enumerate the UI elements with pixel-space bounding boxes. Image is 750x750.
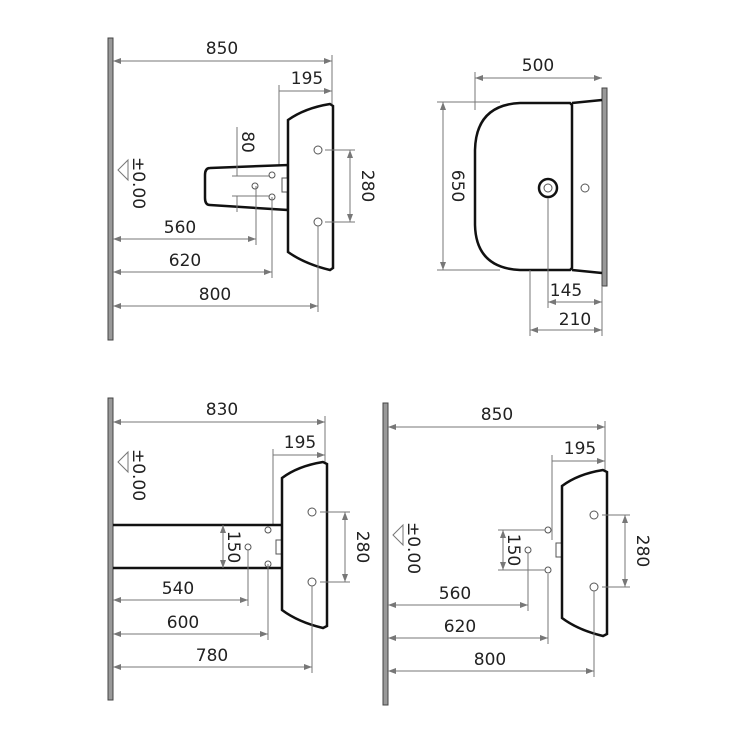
dim-edge: 210: [559, 310, 591, 330]
level-mark: ±0.00: [128, 449, 148, 501]
dim-bar: 150: [223, 531, 243, 563]
dim-overall: 850: [481, 405, 513, 425]
wall: [382, 402, 389, 706]
dim-holes: 280: [632, 535, 652, 567]
dim-800: 800: [199, 285, 231, 305]
dim-620: 620: [444, 617, 476, 637]
basin: [560, 468, 609, 638]
pedestal: [203, 163, 290, 212]
side-view-pedestal: 850 195 280 80 ±0.00 560 620 800: [107, 37, 377, 341]
dim-overall: 830: [206, 400, 238, 420]
side-view-wall: 850 195 280 150 ±0.00 560 620 800: [382, 402, 652, 706]
dim-holes: 280: [357, 170, 377, 202]
dim-width: 500: [522, 56, 554, 76]
wall: [107, 397, 114, 701]
basin: [286, 102, 335, 272]
dim-540: 540: [162, 579, 194, 599]
dim-620: 620: [169, 251, 201, 271]
dim-overall: 850: [206, 39, 238, 59]
dim-780: 780: [196, 646, 228, 666]
side-view-bar: 830 195 280 150 ±0.00 540 600 780: [107, 397, 372, 701]
dim-560: 560: [439, 584, 471, 604]
dim-fix: 150: [503, 534, 523, 566]
basin: [280, 460, 329, 630]
level-mark: ±0.00: [128, 157, 148, 209]
top-view: 500 650 145 210: [437, 56, 608, 336]
dim-depth: 650: [447, 170, 467, 202]
dim-800: 800: [474, 650, 506, 670]
dim-pedestal: 80: [237, 131, 257, 153]
dim-560: 560: [164, 218, 196, 238]
wall: [107, 37, 114, 341]
level-mark: ±0.00: [403, 522, 423, 574]
dim-drain: 145: [550, 281, 582, 301]
dim-600: 600: [167, 613, 199, 633]
wall: [601, 87, 608, 287]
dim-depth: 195: [564, 439, 596, 459]
dim-depth: 195: [284, 433, 316, 453]
dim-holes: 280: [352, 531, 372, 563]
dim-depth: 195: [291, 69, 323, 89]
